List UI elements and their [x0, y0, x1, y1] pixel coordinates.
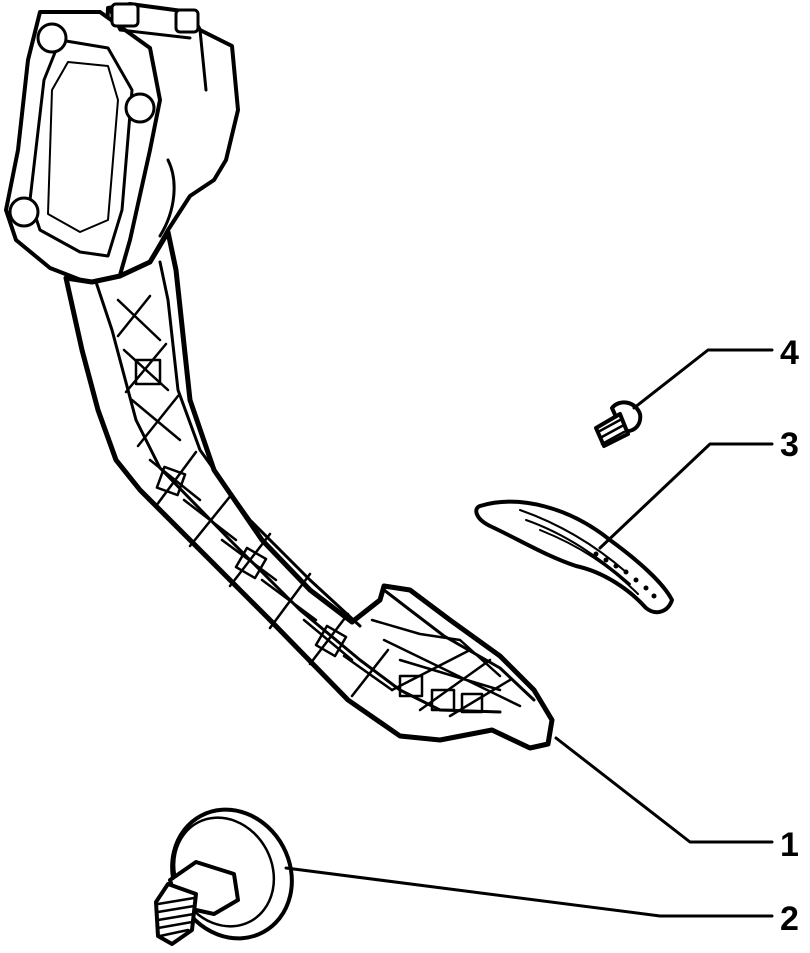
pedal-cover-part-3	[474, 499, 674, 615]
leader-line-1	[554, 736, 774, 844]
screw-part-4	[594, 400, 643, 448]
pedal-arm-part-1	[4, 2, 555, 751]
stop-pad-part-2	[154, 807, 294, 946]
callout-1: 1	[780, 826, 799, 864]
leader-line-3	[598, 442, 774, 550]
callout-4: 4	[780, 334, 799, 372]
callout-2: 2	[780, 900, 799, 938]
leader-lines	[284, 348, 774, 918]
leader-line-2	[284, 866, 774, 918]
callout-3: 3	[780, 426, 799, 464]
leader-line-4	[632, 348, 774, 410]
